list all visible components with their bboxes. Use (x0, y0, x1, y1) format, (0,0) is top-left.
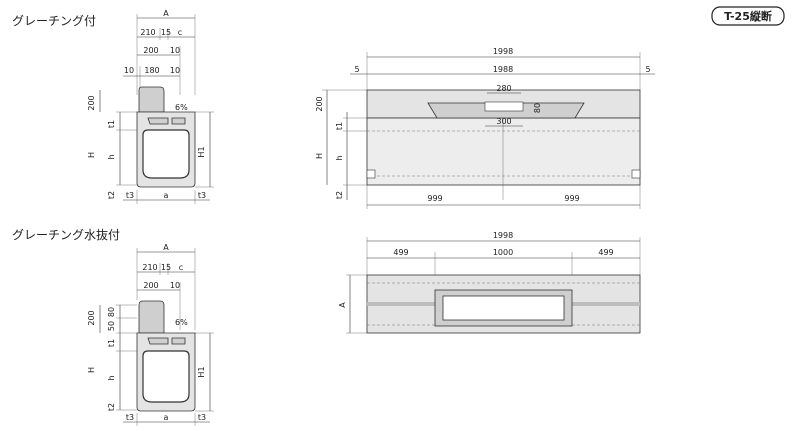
s2-dim-t3b: t3 (198, 413, 206, 422)
side-dim-h: h (335, 155, 344, 160)
side-dim-end-right: 5 (645, 65, 650, 74)
side-dim-280: 280 (496, 84, 511, 93)
s2-dim-200: 200 (143, 281, 158, 290)
s1-dim-A: A (163, 9, 169, 18)
plan-dim-right: 499 (598, 248, 613, 257)
s1-dim-H1: H1 (197, 146, 206, 157)
side-dim-inner: 1988 (493, 65, 513, 74)
s2-dim-15: 15 (161, 263, 171, 272)
side-dim-end-left: 5 (354, 65, 359, 74)
s1-dim-10c: 10 (170, 66, 180, 75)
s1-dim-t3a: t3 (126, 191, 134, 200)
s2-dim-a: a (164, 413, 169, 422)
side-dim-total: 1998 (493, 47, 513, 56)
s1-dim-200: 200 (143, 46, 158, 55)
side-dim-half-left: 999 (427, 194, 442, 203)
s2-dim-h200: 200 (87, 310, 96, 325)
s2-dim-210: 210 (142, 263, 157, 272)
section1-title: グレーチング付 (12, 14, 96, 28)
s1-dim-h: h (107, 154, 116, 159)
s2-dim-50: 50 (107, 321, 116, 331)
s1-dim-h200: 200 (87, 95, 96, 110)
section2-title: グレーチング水抜付 (12, 228, 120, 242)
s2-dim-t2: t2 (107, 403, 116, 411)
side-dim-t1: t1 (335, 122, 344, 130)
side-view: 1998 1988 5 5 280 80 300 200 t1 H h t2 9… (315, 47, 655, 209)
s1-dim-H: H (87, 152, 96, 158)
s2-dim-80: 80 (107, 307, 116, 317)
plan-dim-middle: 1000 (493, 248, 513, 257)
s2-dim-t1: t1 (107, 339, 116, 347)
side-dim-h200: 200 (315, 96, 324, 111)
side-dim-t2: t2 (335, 191, 344, 199)
s2-dim-10: 10 (170, 281, 180, 290)
s2-dim-t3a: t3 (126, 413, 134, 422)
s2-dim-h: h (107, 375, 116, 380)
s1-dim-t1: t1 (107, 120, 116, 128)
s1-dim-10a: 10 (170, 46, 180, 55)
s2-dim-H1: H1 (197, 366, 206, 377)
s1-dim-t2: t2 (107, 191, 116, 199)
plan-view: 1998 499 1000 499 A (338, 231, 641, 334)
cross-section-1: A 210 15 c 200 10 10 180 10 6% 200 t1 H … (87, 9, 214, 204)
plan-dim-total: 1998 (493, 231, 513, 240)
s1-dim-180: 180 (144, 66, 159, 75)
s2-dim-H: H (87, 367, 96, 373)
s1-dim-a: a (164, 191, 169, 200)
s1-dim-10b: 10 (124, 66, 134, 75)
badge-frame (711, 6, 785, 26)
s2-dim-c: c (179, 263, 183, 272)
plan-dim-left: 499 (393, 248, 408, 257)
plan-dim-A: A (338, 302, 347, 308)
cross-section-2: A 210 15 c 200 10 6% 200 80 50 t1 H h t2 (87, 243, 214, 426)
side-dim-80: 80 (533, 103, 542, 113)
s1-dim-15: 15 (161, 28, 171, 37)
side-dim-H: H (315, 153, 324, 159)
badge-label: T-25縦断 (724, 9, 772, 23)
s1-dim-c: c (178, 28, 182, 37)
side-dim-300: 300 (496, 117, 511, 126)
side-dim-half-right: 999 (564, 194, 579, 203)
s2-dim-A: A (163, 243, 169, 252)
s1-slope: 6% (175, 103, 188, 112)
s1-dim-210: 210 (140, 28, 155, 37)
s2-slope: 6% (175, 318, 188, 327)
s1-dim-t3b: t3 (198, 191, 206, 200)
